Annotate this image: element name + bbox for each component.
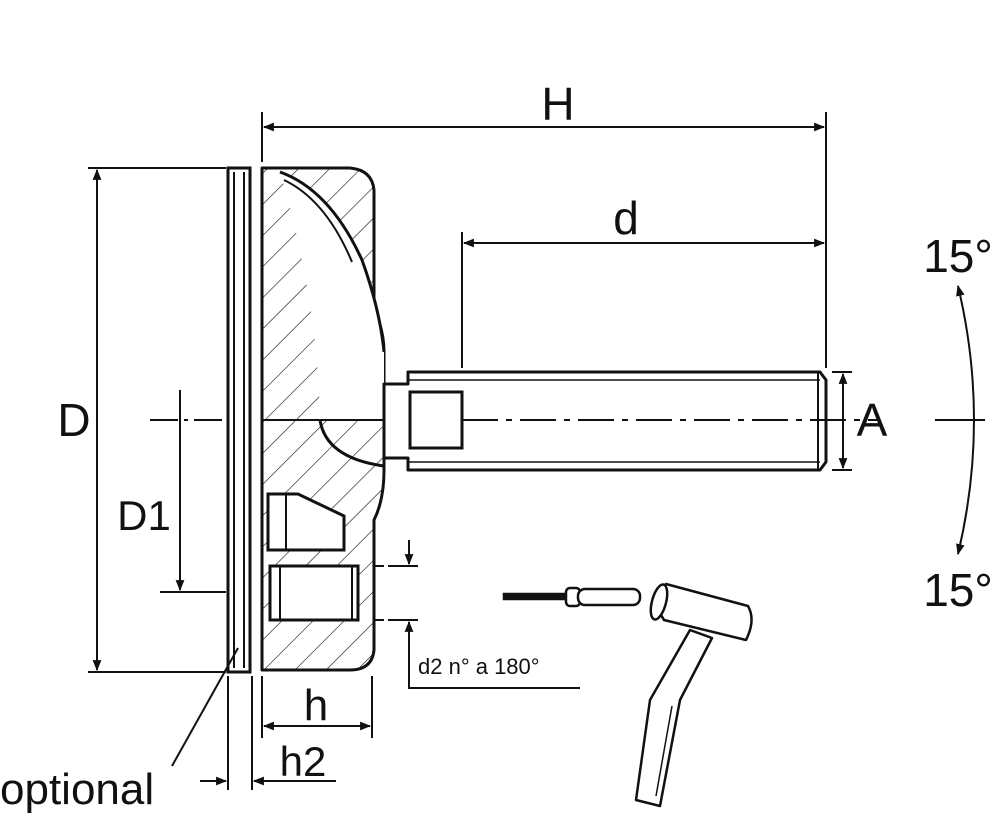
base-plate — [260, 166, 386, 672]
label-D: D — [57, 394, 90, 446]
optional-pad — [226, 166, 252, 674]
screwdriver-icon — [502, 586, 642, 608]
label-h: h — [304, 681, 328, 730]
mallet-icon — [634, 582, 753, 808]
label-d: d — [613, 192, 639, 244]
label-angle-top: 15° — [923, 230, 993, 282]
label-h2: h2 — [280, 738, 327, 785]
label-H: H — [541, 78, 574, 130]
center-lines — [150, 419, 985, 593]
label-A: A — [857, 394, 888, 446]
dimension-lines — [88, 112, 975, 790]
label-angle-bottom: 15° — [923, 564, 993, 616]
label-optional: optional — [0, 765, 154, 814]
label-D1: D1 — [117, 492, 171, 539]
label-d2: d2 n° a 180° — [418, 654, 540, 679]
